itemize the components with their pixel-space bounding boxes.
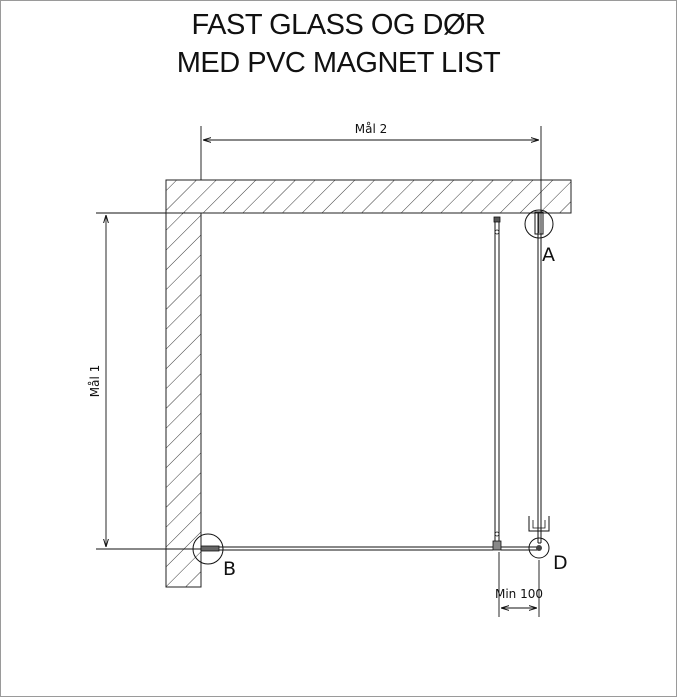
door-panel [492, 216, 502, 551]
title-line-2: MED PVC MAGNET LIST [176, 47, 501, 79]
detail-label-b: B [223, 558, 236, 580]
wall-top [165, 179, 572, 214]
detail-label-a: A [542, 244, 555, 266]
dimension-width: Mål 2 [200, 122, 542, 212]
dimension-height: Mål 1 [88, 212, 201, 550]
dimension-min-gap-label: Min 100 [495, 587, 543, 601]
front-glass-line [201, 546, 537, 551]
dimension-min-gap: Min 100 [495, 552, 543, 617]
detail-marker-b: B [192, 533, 236, 580]
title-line-1: FAST GLASS OG DØR [191, 9, 486, 41]
detail-marker-d: D [528, 516, 568, 574]
wall-left [165, 212, 202, 588]
fixed-glass-panel [537, 213, 542, 544]
detail-label-d: D [553, 552, 568, 574]
detail-marker-a: A [524, 209, 555, 266]
dimension-height-label: Mål 1 [88, 365, 102, 398]
dimension-width-label: Mål 2 [355, 122, 388, 136]
